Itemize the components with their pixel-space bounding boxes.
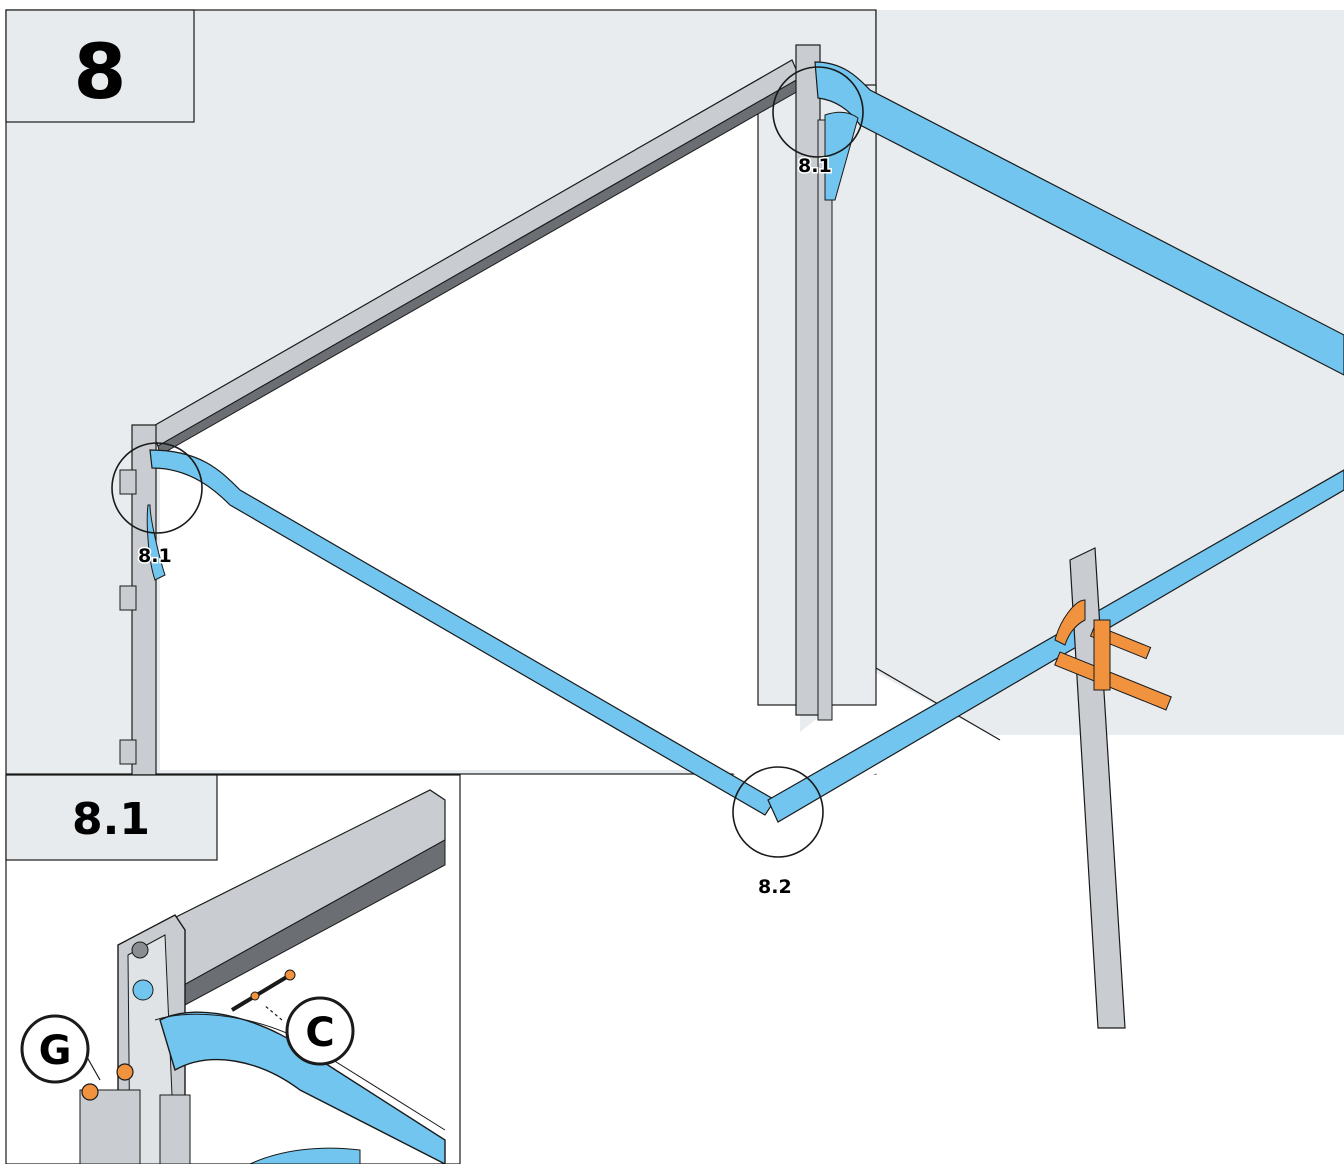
callout-label-left: 8.1 bbox=[138, 545, 172, 567]
nut-icon bbox=[81, 1063, 134, 1101]
bolt-icon bbox=[230, 969, 296, 1012]
callout-circle-bottom bbox=[732, 766, 824, 858]
detail-title: 8.1 bbox=[72, 794, 150, 845]
part-letter-g: G bbox=[39, 1028, 72, 1074]
callout-label-bottom: 8.2 bbox=[758, 876, 792, 898]
callout-circle-right bbox=[772, 66, 864, 158]
part-callout-c bbox=[285, 996, 355, 1066]
left-curved-track bbox=[149, 449, 776, 816]
part-callout-g bbox=[20, 1014, 90, 1084]
detail-title-box bbox=[5, 774, 218, 861]
detail-curved-track bbox=[159, 1011, 446, 1164]
callout-circle-left bbox=[111, 442, 203, 534]
front-track bbox=[767, 469, 1344, 823]
step-box bbox=[5, 9, 195, 123]
right-curved-track bbox=[814, 61, 1344, 376]
step-number: 8 bbox=[74, 27, 127, 116]
part-letter-c: C bbox=[305, 1010, 334, 1056]
clamp-icon bbox=[1054, 599, 1172, 711]
callout-label-right: 8.1 bbox=[798, 155, 832, 177]
